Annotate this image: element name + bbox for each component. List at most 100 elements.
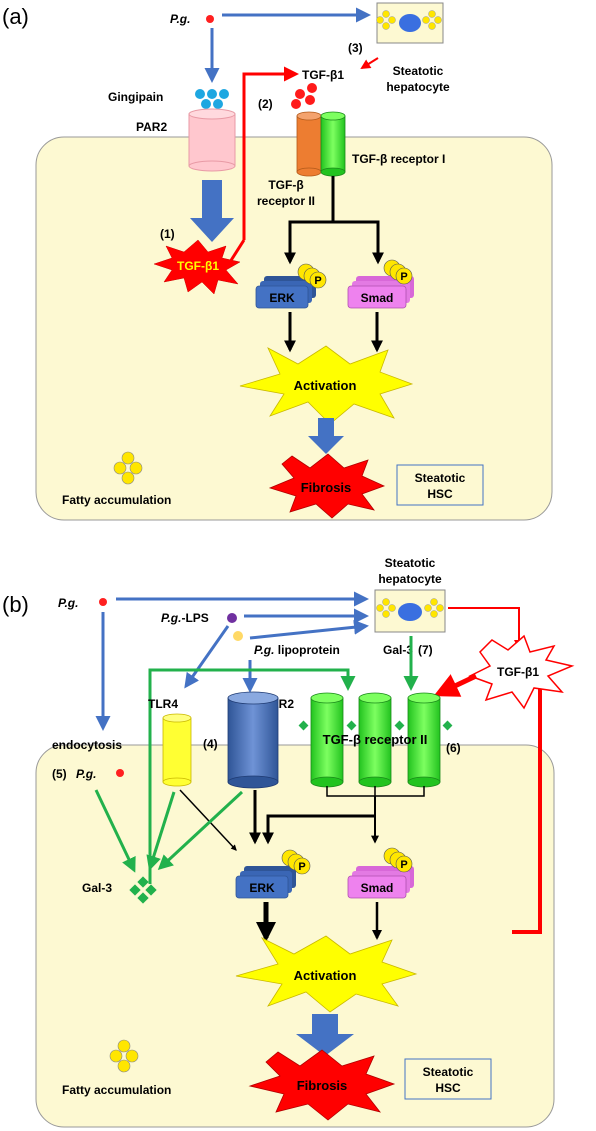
gal3-diamonds-icon [129, 876, 157, 904]
fatty-accumulation-label-a: Fatty accumulation [62, 493, 171, 507]
smad-label-b: Smad [361, 881, 394, 895]
par2-receptor-icon [188, 108, 236, 172]
tgfb1-burst-icon [153, 239, 241, 295]
pg-lps-rest: -LPS [181, 611, 208, 625]
pg-bacterium-icon [206, 15, 214, 23]
arrow-pg-to-gal3 [94, 789, 136, 873]
pg-lipoprotein-label: P.g. lipoprotein [254, 643, 340, 657]
gal3-diamonds-on-receptor-icon [298, 720, 453, 731]
fat-droplets-icon-b [109, 1039, 139, 1073]
lps-molecule-icon [227, 613, 237, 623]
step-6-label: (6) [446, 741, 461, 755]
panel-a: (a) P.g. (3) Steatotic hepatocyte Gingip [2, 2, 553, 521]
step-4-label: (4) [203, 737, 218, 751]
tgfb-receptor-i-label: TGF-β receptor I [352, 152, 445, 166]
pg-lps-italic: P.g. [161, 611, 181, 625]
cell-body-a [35, 136, 553, 521]
pg-lipo-rest: lipoprotein [274, 643, 339, 657]
tgfb-receptor-i-icon [320, 111, 346, 177]
tgfb-receptor-ii-label-1: TGF-β [268, 178, 303, 192]
lipoprotein-molecule-icon [233, 631, 243, 641]
arrow-tlr4-to-gal3 [146, 791, 176, 871]
smad-icon-a [347, 259, 414, 309]
tlr4-label: TLR4 [148, 697, 178, 711]
smad-phospho-label-a: P [400, 271, 407, 283]
panel-b-label: (b) [2, 592, 29, 617]
par2-label: PAR2 [136, 120, 167, 134]
activation-label-b: Activation [294, 968, 357, 983]
pg-lps-label: P.g.-LPS [161, 611, 209, 625]
endocytosis-label: endocytosis [52, 738, 122, 752]
tlr4-receptor-icon [162, 713, 192, 787]
arrow-tgfb1-to-receptor-b [433, 673, 478, 697]
hepatocyte-label-b-2: hepatocyte [378, 572, 442, 586]
gal3-label: Gal-3 [82, 881, 112, 895]
step-1-label: (1) [160, 227, 175, 241]
smad-phospho-label-b: P [400, 859, 407, 871]
erk-icon-a [255, 263, 327, 309]
activation-label-a: Activation [294, 378, 357, 393]
smad-icon-b [347, 847, 414, 899]
tgfb1-label-b: TGF-β1 [497, 665, 539, 679]
steatotic-hsc-label-b-2: HSC [435, 1081, 461, 1095]
arrow-par2-to-tgfb1 [190, 180, 234, 242]
pg-inside-icon [116, 769, 124, 777]
hepatocyte-label-a-1: Steatotic [393, 64, 444, 78]
pg-label-b: P.g. [58, 596, 78, 610]
arrow-hepatocyte-to-tgfb1 [360, 57, 379, 70]
tgfb1-burst-label: TGF-β1 [177, 259, 219, 273]
tgfb-receptor-ii-icon [296, 111, 322, 177]
arrow-tlr4-to-erk [179, 789, 237, 851]
arrow-gal3-loop [148, 668, 356, 884]
step-5-label: (5) [52, 767, 67, 781]
activation-burst-icon-a [239, 345, 414, 425]
arrow-receptor-to-erk-b [262, 814, 375, 845]
panel-b: (b) Steatotic hepatocyte P.g. P.g.-LPS [2, 556, 575, 1128]
steatotic-hsc-label-a-1: Steatotic [415, 471, 466, 485]
steatotic-hsc-box-b [404, 1058, 492, 1100]
tgfb-receptor-ii-label-2: receptor II [257, 194, 315, 208]
arrow-activation-to-fibrosis-a [308, 418, 344, 454]
hepatocyte-label-b-1: Steatotic [385, 556, 436, 570]
arrow-hsc-to-tgfb1-b [512, 668, 550, 934]
panel-a-label: (a) [2, 4, 29, 29]
pg-bacterium-icon-b [99, 598, 107, 606]
erk-icon-b [235, 849, 311, 899]
gingipain-icon [195, 89, 229, 109]
tgfb-receptor-ii-label-b: TGF-β receptor II [323, 732, 428, 747]
arrow-lps-to-tlr4 [184, 625, 230, 689]
gingipain-label: Gingipain [108, 90, 163, 104]
erk-phospho-label-b: P [298, 861, 305, 873]
arrow-tlr2-to-gal3 [157, 790, 244, 871]
steatotic-hsc-label-a-2: HSC [427, 487, 453, 501]
activation-burst-icon-b [235, 935, 418, 1013]
arrow-tgfb1-secretion-a [242, 66, 299, 240]
signal-branch-a [288, 220, 380, 258]
erk-label-b: ERK [249, 881, 275, 895]
cell-body-b [35, 744, 555, 1128]
fibrosis-burst-icon-a [268, 453, 386, 519]
tgfb1-ligand-icon [291, 83, 317, 109]
erk-phospho-label-a: P [314, 275, 321, 287]
tgfb-receptor-ii-icons-b [310, 692, 441, 788]
smad-label-a: Smad [361, 291, 394, 305]
tgfb1-burst-outline-icon [468, 634, 575, 710]
steatotic-hepatocyte-b [374, 589, 446, 633]
steatotic-hepatocyte-a [376, 2, 444, 44]
pg-label-a: P.g. [170, 12, 190, 26]
fibrosis-label-a: Fibrosis [301, 480, 352, 495]
arrow-activation-to-fibrosis-b [296, 1014, 354, 1056]
erk-label-a: ERK [269, 291, 295, 305]
tgfb1-top-label: TGF-β1 [302, 68, 344, 82]
fat-droplets-icon-a [113, 451, 143, 485]
pg-inside-label: P.g. [76, 767, 96, 781]
fibrosis-label-b: Fibrosis [297, 1078, 348, 1093]
tlr2-receptor-icon [227, 691, 279, 789]
arrow-lipoprotein-to-hepatocyte [249, 619, 369, 640]
step-5: (5) [52, 767, 67, 781]
steatotic-hsc-box-a [396, 464, 484, 506]
pg-lipo-italic: P.g. [254, 643, 274, 657]
fatty-accumulation-label-b: Fatty accumulation [62, 1083, 171, 1097]
fibrosis-burst-icon-b [248, 1049, 396, 1121]
